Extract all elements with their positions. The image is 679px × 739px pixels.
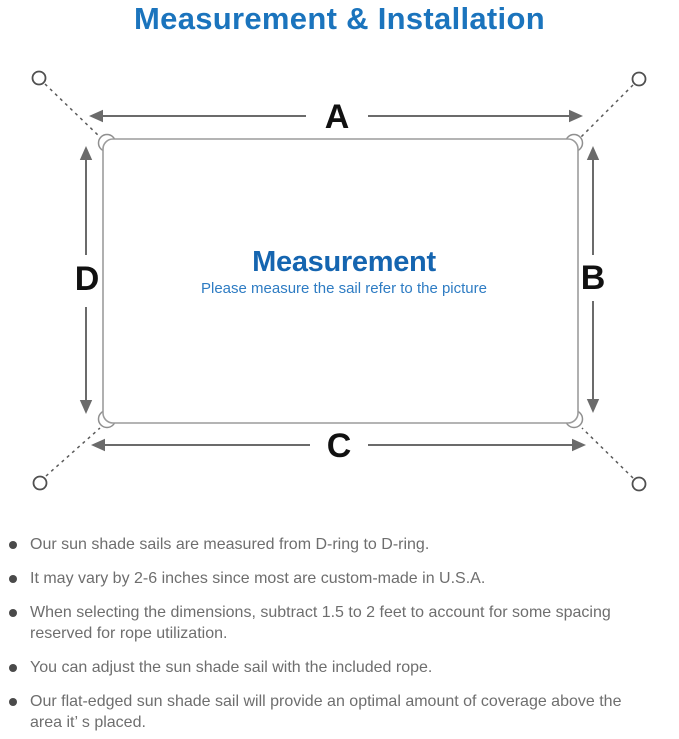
- note-item-3: When selecting the dimensions, subtract …: [9, 602, 669, 644]
- measurement-diagram: A C D B Measurement Please measure the s…: [31, 70, 647, 492]
- rope-dashed-line-top-right: [580, 84, 634, 138]
- diagram-center-subtitle: Please measure the sail refer to the pic…: [201, 280, 487, 297]
- mount-ring-icon-bottom-left: [32, 475, 48, 491]
- note-item-5: Our flat-edged sun shade sail will provi…: [9, 691, 669, 733]
- note-text-1: Our sun shade sails are measured from D-…: [30, 536, 430, 553]
- arrow-a-left-head-icon: [89, 109, 103, 123]
- bullet-icon: [9, 698, 17, 706]
- bullet-icon: [9, 664, 17, 672]
- arrow-b-top-head-icon: [586, 146, 600, 160]
- note-text-2: It may vary by 2-6 inches since most are…: [30, 570, 486, 587]
- diagram-center-title: Measurement: [252, 246, 436, 278]
- arrow-c-left-head-icon: [91, 438, 105, 452]
- rope-dashed-line-bottom-right: [581, 427, 634, 479]
- mount-ring-icon-top-left: [31, 70, 47, 86]
- arrow-d-bottom-head-icon: [79, 400, 93, 414]
- arrow-a-right-head-icon: [569, 109, 583, 123]
- note-item-1: Our sun shade sails are measured from D-…: [9, 534, 669, 555]
- arrow-c-right-head-icon: [572, 438, 586, 452]
- note-item-2: It may vary by 2-6 inches since most are…: [9, 568, 669, 589]
- rope-dashed-line-top-left: [44, 83, 101, 138]
- bullet-icon: [9, 575, 17, 583]
- dimension-label-b: B: [581, 259, 606, 297]
- note-text-4: You can adjust the sun shade sail with t…: [30, 659, 433, 676]
- mount-ring-icon-top-right: [631, 71, 647, 87]
- arrow-b-bottom-head-icon: [586, 399, 600, 413]
- notes-list: Our sun shade sails are measured from D-…: [9, 534, 669, 739]
- bullet-icon: [9, 541, 17, 549]
- page-title: Measurement & Installation: [134, 1, 545, 36]
- note-text-5: Our flat-edged sun shade sail will provi…: [30, 693, 622, 731]
- rope-dashed-line-bottom-left: [45, 427, 101, 477]
- dimension-label-a: A: [325, 98, 350, 136]
- mount-ring-icon-bottom-right: [631, 476, 647, 492]
- arrow-d-top-head-icon: [79, 146, 93, 160]
- note-text-3: When selecting the dimensions, subtract …: [30, 604, 611, 642]
- bullet-icon: [9, 609, 17, 617]
- dimension-label-c: C: [327, 427, 352, 465]
- dimension-label-d: D: [75, 260, 100, 298]
- sail-outline: [102, 138, 579, 424]
- note-item-4: You can adjust the sun shade sail with t…: [9, 657, 669, 678]
